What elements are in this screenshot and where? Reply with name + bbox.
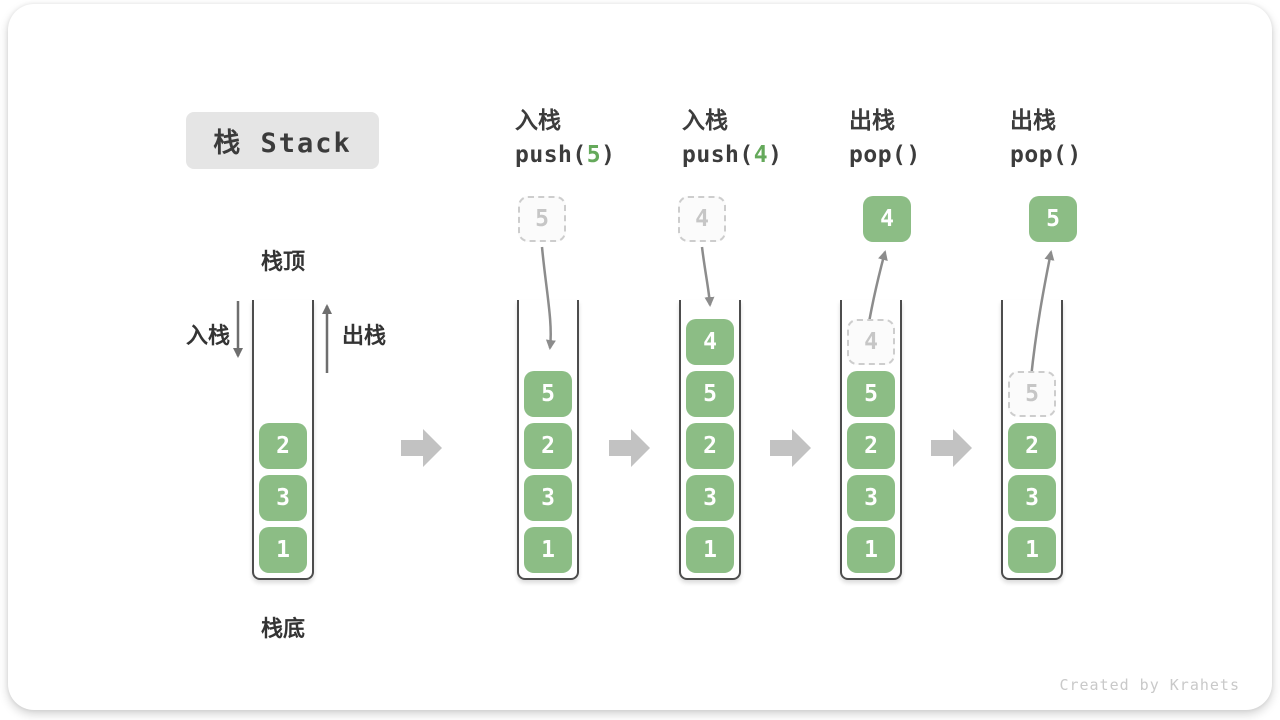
popped-item: 5	[1029, 196, 1077, 242]
op-code-pre: push(	[682, 142, 754, 168]
op-header-pop-2: 出栈 pop()	[1010, 103, 1190, 173]
stack-item: 5	[686, 371, 734, 417]
op-code-arg: 4	[753, 142, 769, 168]
pushing-item-ghost: 5	[518, 196, 566, 242]
stack-item: 5	[524, 371, 572, 417]
stack-item-ghost: 4	[847, 319, 895, 365]
stack-item: 2	[259, 423, 307, 469]
op-title: 入栈	[682, 107, 728, 133]
stack-container	[252, 300, 314, 580]
popped-item: 4	[863, 196, 911, 242]
stack-item: 3	[686, 475, 734, 521]
stack-bottom-label: 栈底	[260, 616, 305, 641]
op-code: push(5)	[515, 138, 695, 173]
stack-container	[1001, 300, 1063, 580]
op-code-pre: push(	[515, 142, 587, 168]
stack-container	[679, 300, 741, 580]
stack-item: 3	[1008, 475, 1056, 521]
stack-item: 1	[524, 527, 572, 573]
op-code-post: )	[768, 142, 783, 168]
op-header-pop-1: 出栈 pop()	[849, 103, 1029, 173]
stack-item: 5	[847, 371, 895, 417]
op-code: pop()	[849, 138, 1029, 173]
stack-item: 3	[847, 475, 895, 521]
stack-item: 4	[686, 319, 734, 365]
stack-item: 2	[686, 423, 734, 469]
stack-item: 1	[259, 527, 307, 573]
stack-item: 3	[259, 475, 307, 521]
title-badge: 栈 Stack	[186, 112, 379, 169]
op-title: 入栈	[515, 107, 561, 133]
stack-item: 1	[847, 527, 895, 573]
stack-item: 2	[1008, 423, 1056, 469]
stack-item: 2	[847, 423, 895, 469]
op-code-post: )	[601, 142, 616, 168]
push-side-label: 入栈	[185, 323, 230, 348]
op-code: pop()	[1010, 138, 1190, 173]
op-header-push-4: 入栈 push(4)	[682, 103, 862, 173]
op-code-arg: 5	[586, 142, 602, 168]
stack-item-ghost: 5	[1008, 371, 1056, 417]
op-header-push-5: 入栈 push(5)	[515, 103, 695, 173]
op-code-pre: pop()	[1010, 142, 1082, 168]
stack-item: 3	[524, 475, 572, 521]
stack-top-label: 栈顶	[260, 249, 305, 274]
stack-item: 2	[524, 423, 572, 469]
stack-container	[517, 300, 579, 580]
watermark: Created by Krahets	[1059, 676, 1240, 694]
pushing-item-ghost: 4	[678, 196, 726, 242]
stack-item: 1	[686, 527, 734, 573]
op-title: 出栈	[1010, 107, 1056, 133]
op-code-pre: pop()	[849, 142, 921, 168]
op-code: push(4)	[682, 138, 862, 173]
stack-container	[840, 300, 902, 580]
op-title: 出栈	[849, 107, 895, 133]
stack-item: 1	[1008, 527, 1056, 573]
pop-side-label: 出栈	[342, 323, 387, 348]
